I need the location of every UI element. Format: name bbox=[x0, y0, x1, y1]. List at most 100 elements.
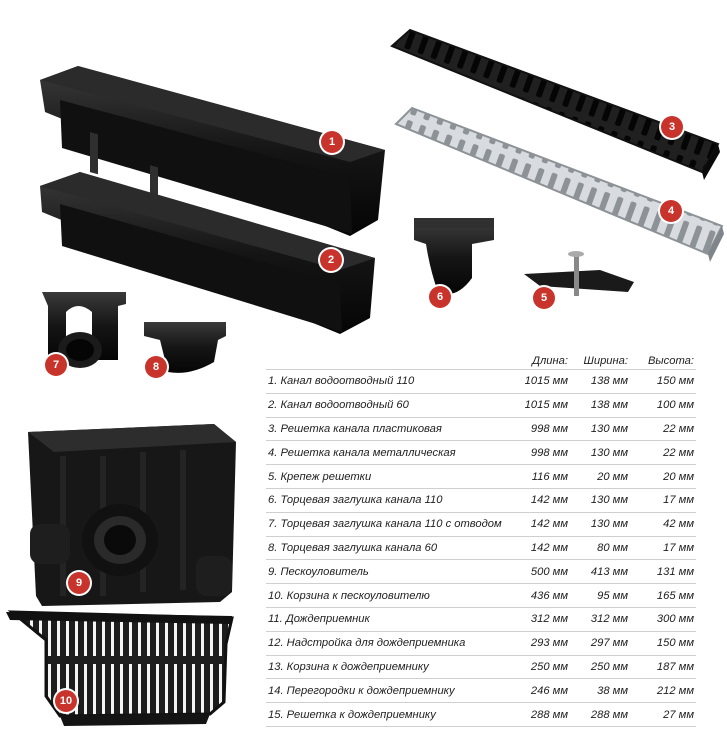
header-height: Высота: bbox=[647, 355, 694, 367]
table-row: 8. Торцевая заглушка канала 60 142 мм 80… bbox=[266, 535, 696, 560]
item-width: 297 мм bbox=[590, 637, 628, 650]
drainage-channel-60-icon bbox=[40, 172, 375, 334]
item-width: 20 мм bbox=[597, 470, 628, 483]
item-name: 10. Корзина к пескоуловителю bbox=[268, 589, 430, 602]
item-length: 998 мм bbox=[530, 446, 568, 459]
item-name: 6. Торцевая заглушка канала 110 bbox=[268, 494, 443, 507]
item-length: 246 мм bbox=[530, 684, 568, 697]
header-length: Длина: bbox=[532, 355, 568, 367]
item-height: 22 мм bbox=[663, 446, 694, 459]
item-width: 413 мм bbox=[590, 565, 628, 578]
badge-5: 5 bbox=[533, 287, 555, 309]
spec-table-header: Длина: Ширина: Высота: bbox=[266, 345, 696, 369]
table-row: 6. Торцевая заглушка канала 110 142 мм 1… bbox=[266, 487, 696, 512]
item-width: 130 мм bbox=[590, 518, 628, 531]
metal-grate-icon bbox=[394, 106, 724, 262]
table-row: 4. Решетка канала металлическая 998 мм 1… bbox=[266, 440, 696, 464]
item-height: 165 мм bbox=[656, 589, 694, 602]
item-length: 1015 мм bbox=[524, 399, 568, 412]
item-name: 14. Перегородки к дождеприемнику bbox=[268, 684, 455, 697]
item-width: 38 мм bbox=[597, 684, 628, 697]
item-length: 288 мм bbox=[530, 708, 568, 721]
item-length: 312 мм bbox=[530, 613, 568, 626]
item-width: 130 мм bbox=[590, 494, 628, 507]
item-length: 500 мм bbox=[530, 565, 568, 578]
spec-table: Длина: Ширина: Высота: 1. Канал водоотво… bbox=[266, 345, 696, 727]
item-name: 11. Дождеприемник bbox=[268, 613, 370, 626]
table-row: 5. Крепеж решетки 116 мм 20 мм 20 мм bbox=[266, 464, 696, 488]
drainage-channel-110-icon bbox=[40, 66, 385, 236]
item-name: 13. Корзина к дождеприемнику bbox=[268, 660, 429, 673]
item-length: 250 мм bbox=[530, 660, 568, 673]
badge-2: 2 bbox=[320, 249, 342, 271]
item-length: 998 мм bbox=[530, 422, 568, 435]
item-name: 9. Пескоуловитель bbox=[268, 565, 369, 578]
end-cap-110-icon bbox=[414, 218, 494, 295]
item-height: 17 мм bbox=[663, 541, 694, 554]
table-row: 2. Канал водоотводный 60 1015 мм 138 мм … bbox=[266, 392, 696, 417]
item-height: 27 мм bbox=[663, 708, 694, 721]
item-width: 130 мм bbox=[590, 446, 628, 459]
item-height: 22 мм bbox=[663, 422, 694, 435]
item-name: 2. Канал водоотводный 60 bbox=[268, 399, 409, 412]
sand-trap-basket-icon bbox=[6, 610, 234, 726]
item-length: 142 мм bbox=[530, 518, 568, 531]
item-height: 20 мм bbox=[663, 470, 694, 483]
table-row: 12. Надстройка для дождеприемника 293 мм… bbox=[266, 630, 696, 655]
item-width: 138 мм bbox=[590, 399, 628, 412]
table-row: 3. Решетка канала пластиковая 998 мм 130… bbox=[266, 416, 696, 441]
item-name: 7. Торцевая заглушка канала 110 с отводо… bbox=[268, 518, 502, 531]
table-row: 13. Корзина к дождеприемнику 250 мм 250 … bbox=[266, 654, 696, 679]
item-name: 3. Решетка канала пластиковая bbox=[268, 422, 442, 435]
item-length: 1015 мм bbox=[524, 375, 568, 388]
item-height: 300 мм bbox=[656, 613, 694, 626]
badge-10: 10 bbox=[55, 690, 77, 712]
item-name: 5. Крепеж решетки bbox=[268, 470, 372, 483]
item-width: 138 мм bbox=[590, 375, 628, 388]
item-width: 80 мм bbox=[597, 541, 628, 554]
end-cap-110-outlet-icon bbox=[42, 292, 126, 368]
item-height: 17 мм bbox=[663, 494, 694, 507]
table-row: 7. Торцевая заглушка канала 110 с отводо… bbox=[266, 511, 696, 536]
item-height: 100 мм bbox=[656, 399, 694, 412]
badge-7: 7 bbox=[45, 354, 67, 376]
item-width: 288 мм bbox=[590, 708, 628, 721]
item-length: 142 мм bbox=[530, 494, 568, 507]
item-length: 293 мм bbox=[530, 637, 568, 650]
badge-3: 3 bbox=[661, 116, 683, 138]
badge-8: 8 bbox=[145, 356, 167, 378]
item-height: 150 мм bbox=[656, 637, 694, 650]
item-length: 116 мм bbox=[531, 470, 568, 483]
item-length: 142 мм bbox=[530, 541, 568, 554]
end-cap-60-icon bbox=[144, 322, 226, 373]
item-name: 12. Надстройка для дождеприемника bbox=[268, 637, 466, 650]
plastic-grate-icon bbox=[390, 28, 720, 180]
header-width: Ширина: bbox=[583, 355, 628, 367]
badge-4: 4 bbox=[660, 200, 682, 222]
item-height: 42 мм bbox=[663, 518, 694, 531]
item-width: 130 мм bbox=[590, 422, 628, 435]
item-name: 15. Решетка к дождеприемнику bbox=[268, 708, 436, 721]
table-row: 1. Канал водоотводный 110 1015 мм 138 мм… bbox=[266, 369, 696, 393]
item-name: 1. Канал водоотводный 110 bbox=[268, 375, 415, 388]
item-name: 8. Торцевая заглушка канала 60 bbox=[268, 541, 438, 554]
item-name: 4. Решетка канала металлическая bbox=[268, 446, 456, 459]
badge-1: 1 bbox=[321, 131, 343, 153]
item-width: 95 мм bbox=[597, 589, 628, 602]
table-row: 11. Дождеприемник 312 мм 312 мм 300 мм bbox=[266, 606, 696, 631]
table-row: 14. Перегородки к дождеприемнику 246 мм … bbox=[266, 678, 696, 702]
badge-6: 6 bbox=[429, 286, 451, 308]
item-height: 131 мм bbox=[656, 565, 694, 578]
item-length: 436 мм bbox=[530, 589, 568, 602]
item-height: 187 мм bbox=[656, 660, 694, 673]
table-row: 10. Корзина к пескоуловителю 436 мм 95 м… bbox=[266, 583, 696, 607]
badge-9: 9 bbox=[68, 572, 90, 594]
table-row: 9. Пескоуловитель 500 мм 413 мм 131 мм bbox=[266, 559, 696, 583]
item-height: 150 мм bbox=[656, 375, 694, 388]
item-width: 312 мм bbox=[590, 613, 628, 626]
sand-trap-icon bbox=[28, 424, 236, 606]
item-height: 212 мм bbox=[656, 684, 694, 697]
grate-fastener-icon bbox=[524, 251, 634, 296]
table-row: 15. Решетка к дождеприемнику 288 мм 288 … bbox=[266, 702, 696, 727]
